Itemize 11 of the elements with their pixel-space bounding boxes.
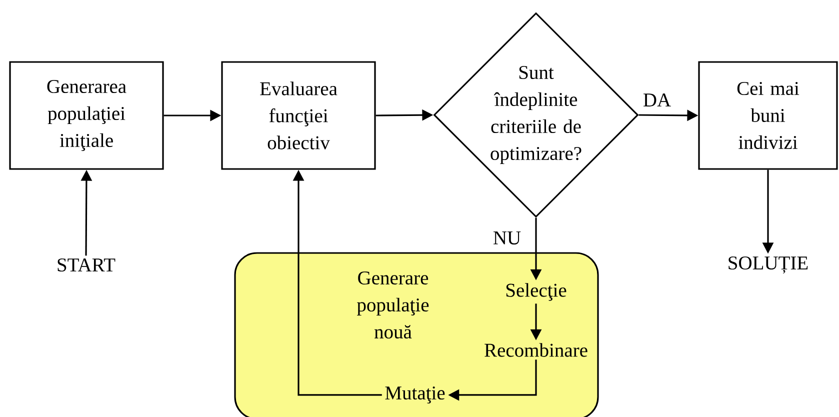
process-box: Evaluarea funcţiei obiectiv	[221, 61, 376, 170]
edge-label: NU	[492, 230, 522, 246]
step-label: SOLUȚIE	[725, 254, 811, 276]
step-label: Selecţie	[503, 281, 569, 303]
step-label: Recombinare	[482, 341, 590, 359]
group-heading: Generare populaţie nouă	[357, 271, 429, 339]
edge-label: DA	[642, 92, 672, 108]
step-label: START	[54, 256, 118, 274]
process-box: Cei mai buni indivizi	[698, 61, 838, 170]
step-label: Mutaţie	[382, 384, 448, 406]
process-box: Generarea populaţiei iniţiale	[9, 61, 164, 170]
